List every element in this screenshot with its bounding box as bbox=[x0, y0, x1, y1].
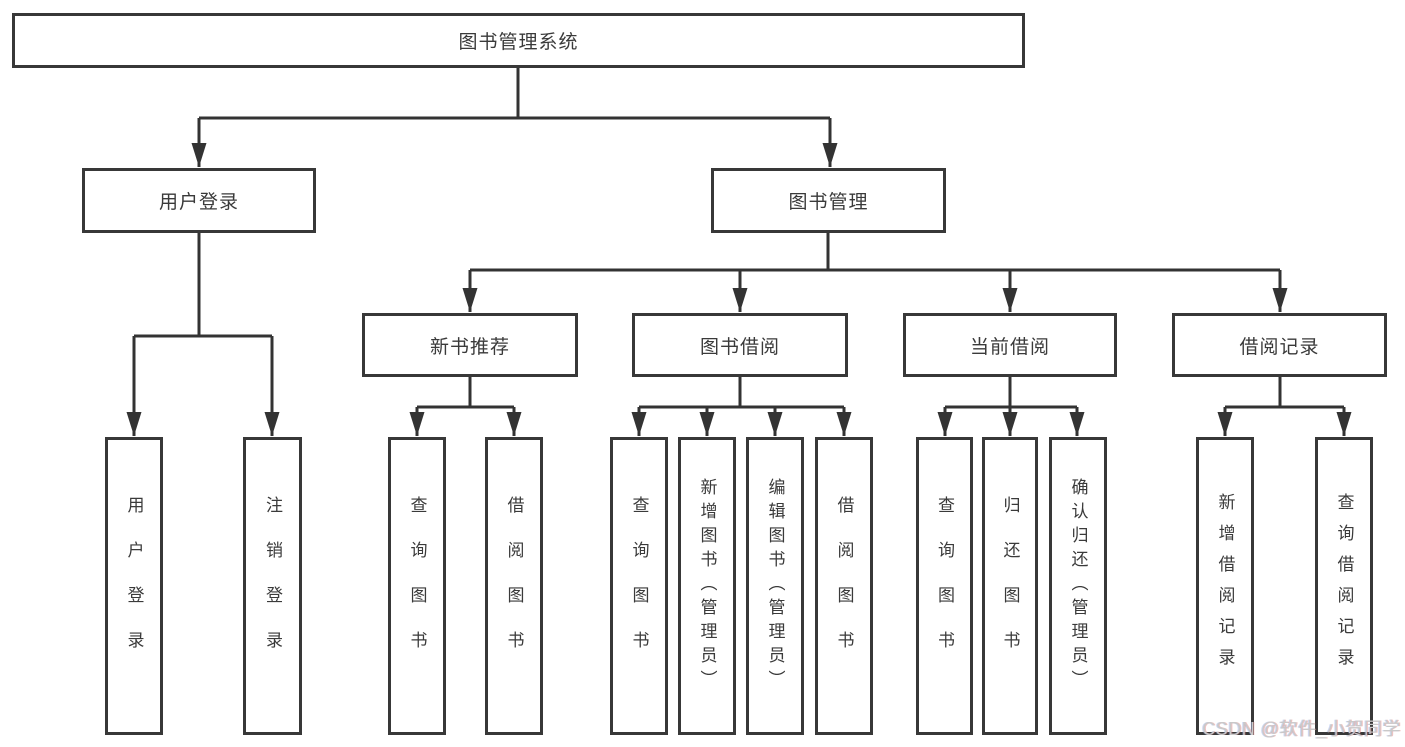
leaf-query-books-3: 查询图书 bbox=[916, 437, 973, 735]
node-borrowing-records-label: 借阅记录 bbox=[1239, 336, 1320, 358]
leaf-return-books-label: 归还图书 bbox=[1000, 496, 1020, 676]
leaf-logout: 注销登录 bbox=[243, 437, 302, 735]
leaf-confirm-return-admin-label: 确认归还（管理员） bbox=[1068, 478, 1088, 694]
leaf-query-books-2-label: 查询图书 bbox=[629, 496, 649, 676]
node-user-login-label: 用户登录 bbox=[158, 192, 239, 213]
leaf-user-login: 用户登录 bbox=[105, 437, 163, 735]
node-new-book-recommend-label: 新书推荐 bbox=[429, 336, 510, 358]
leaf-add-books-admin: 新增图书（管理员） bbox=[678, 437, 736, 735]
node-new-book-recommend: 新书推荐 bbox=[362, 313, 578, 377]
leaf-query-borrow-record: 查询借阅记录 bbox=[1315, 437, 1373, 735]
leaf-query-books-1-label: 查询图书 bbox=[407, 496, 427, 676]
leaf-add-books-admin-label: 新增图书（管理员） bbox=[697, 478, 717, 694]
leaf-add-borrow-record-label: 新增借阅记录 bbox=[1215, 493, 1235, 679]
leaf-logout-label: 注销登录 bbox=[263, 496, 282, 676]
leaf-borrow-books-1: 借阅图书 bbox=[485, 437, 543, 735]
node-book-management-label: 图书管理 bbox=[788, 192, 869, 213]
leaf-user-login-label: 用户登录 bbox=[124, 496, 144, 676]
leaf-confirm-return-admin: 确认归还（管理员） bbox=[1049, 437, 1107, 735]
csdn-watermark: CSDN @软件_小贺同学 bbox=[1202, 719, 1401, 739]
leaf-borrow-books-2-label: 借阅图书 bbox=[834, 496, 854, 676]
node-book-borrowing-label: 图书借阅 bbox=[699, 336, 780, 358]
node-borrowing-records: 借阅记录 bbox=[1172, 313, 1387, 377]
node-book-borrowing: 图书借阅 bbox=[632, 313, 848, 377]
node-book-management: 图书管理 bbox=[711, 168, 946, 233]
leaf-edit-books-admin: 编辑图书（管理员） bbox=[746, 437, 804, 735]
leaf-return-books: 归还图书 bbox=[982, 437, 1038, 735]
leaf-edit-books-admin-label: 编辑图书（管理员） bbox=[765, 478, 785, 694]
leaf-borrow-books-1-label: 借阅图书 bbox=[504, 496, 524, 676]
node-library-system: 图书管理系统 bbox=[12, 13, 1025, 68]
node-user-login: 用户登录 bbox=[82, 168, 316, 233]
leaf-query-books-1: 查询图书 bbox=[388, 437, 446, 735]
node-library-system-label: 图书管理系统 bbox=[458, 32, 579, 53]
leaf-query-books-2: 查询图书 bbox=[610, 437, 668, 735]
node-current-borrowing: 当前借阅 bbox=[903, 313, 1117, 377]
node-current-borrowing-label: 当前借阅 bbox=[969, 336, 1050, 358]
leaf-query-books-3-label: 查询图书 bbox=[935, 496, 954, 676]
leaf-borrow-books-2: 借阅图书 bbox=[815, 437, 873, 735]
leaf-query-borrow-record-label: 查询借阅记录 bbox=[1334, 493, 1354, 679]
leaf-add-borrow-record: 新增借阅记录 bbox=[1196, 437, 1254, 735]
